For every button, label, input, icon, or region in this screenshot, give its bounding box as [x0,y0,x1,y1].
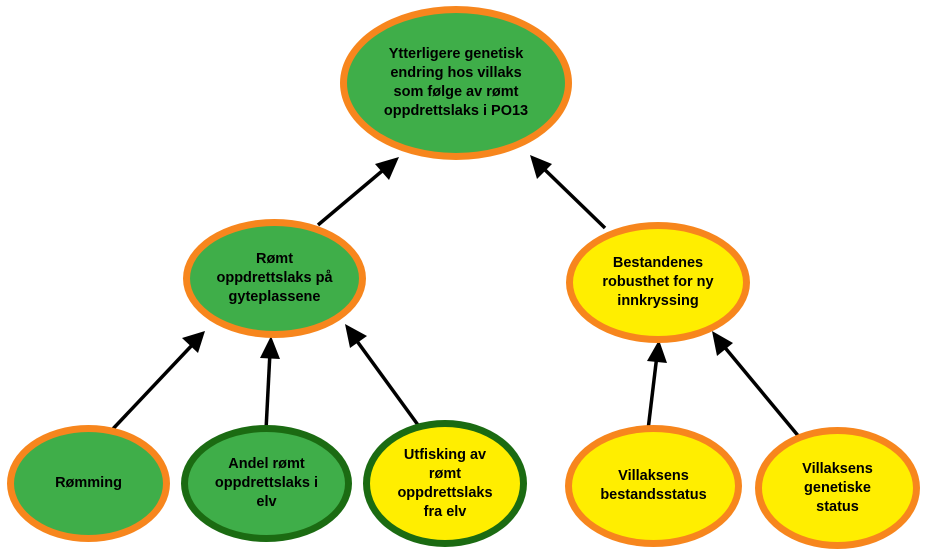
arrow-removal-to-spawning [345,324,420,427]
arrow-stock-status-to-robustness [646,340,667,431]
node-spawning-label: Rømt oppdrettslaks på gyteplassene [216,251,333,305]
node-stock-status-label: Villaksens bestandsstatus [600,468,707,503]
node-wild-salmon-genetic-status: Villaksens genetiske status [755,427,920,549]
node-removal-label: Utfisking av rømt oppdrettslaks fra elv [397,446,493,520]
node-share-escaped-in-river: Andel rømt oppdrettslaks i elv [181,425,352,542]
node-stock-robustness: Bestandenes robusthet for ny innkryssing [566,222,750,343]
arrow-escape-to-spawning [108,331,205,434]
arrow-genetic-status-to-robustness [712,331,802,440]
node-genetic-status-label: Villaksens genetiske status [802,460,873,515]
node-wild-salmon-stock-status: Villaksens bestandsstatus [565,425,742,547]
arrow-spawning-to-top [316,157,399,227]
arrow-robustness-to-top [530,155,607,230]
node-share-label: Andel rømt oppdrettslaks i elv [214,456,319,510]
node-escaped-on-spawning-grounds: Rømt oppdrettslaks på gyteplassene [183,219,366,338]
node-top-genetic-change: Ytterligere genetisk endring hos villaks… [340,6,572,160]
node-removal-from-river: Utfisking av rømt oppdrettslaks fra elv [363,420,527,547]
arrow-share-to-spawning [260,336,280,431]
node-escape-label: Rømming [55,475,122,491]
node-robustness-label: Bestandenes robusthet for ny innkryssing [602,255,714,309]
node-escape: Rømming [7,425,170,542]
node-top-label: Ytterligere genetisk endring hos villaks… [383,46,529,119]
